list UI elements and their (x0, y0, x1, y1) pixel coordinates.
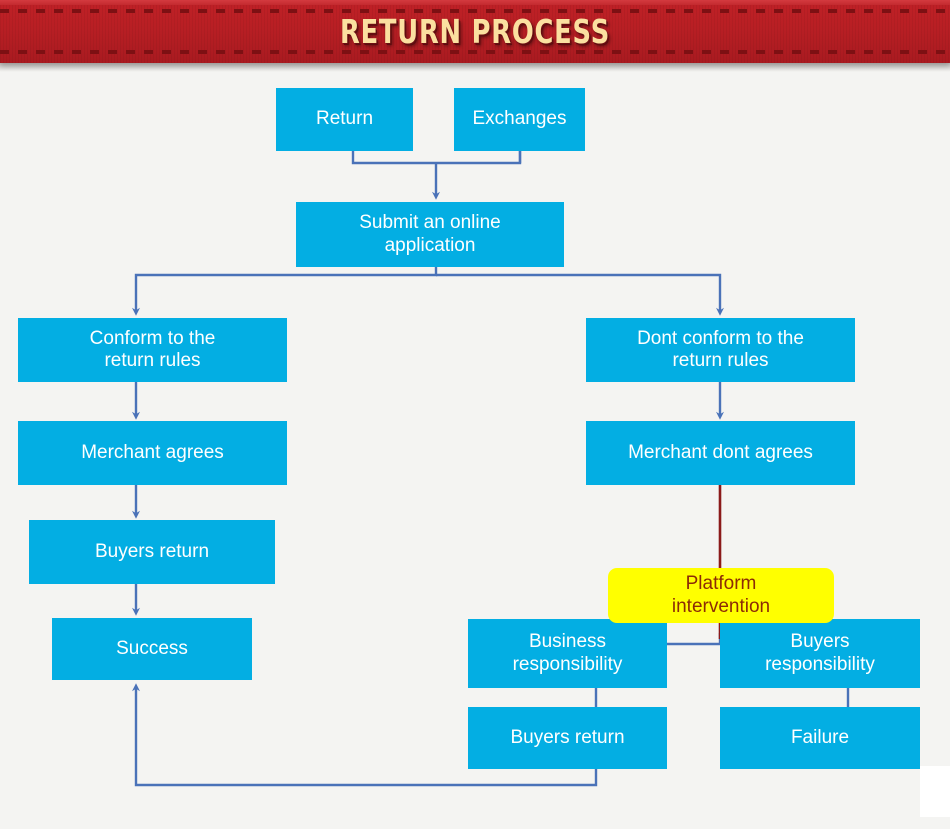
node-business-responsibility[interactable]: Business responsibility (468, 619, 667, 688)
node-failure[interactable]: Failure (720, 707, 920, 769)
node-business-line1: Business (528, 631, 607, 653)
node-submit-application[interactable]: Submit an online application (296, 202, 564, 267)
node-submit-line1: Submit an online (359, 212, 501, 234)
banner-dashed-line-top (0, 9, 950, 13)
edge-submit-split (132, 267, 438, 316)
node-merchant-agrees[interactable]: Merchant agrees (18, 421, 287, 485)
node-dont-conform-line2: return rules (672, 350, 769, 371)
node-business-line2: responsibility (512, 653, 623, 675)
node-buyers-responsibility-line2: responsibility (765, 653, 875, 675)
node-exchanges[interactable]: Exchanges (454, 88, 585, 151)
node-platform-line1: Platform (685, 573, 757, 595)
node-success[interactable]: Success (52, 618, 252, 680)
corner-notch-artifact (920, 766, 950, 817)
node-success-label: Success (116, 637, 188, 659)
node-return-label: Return (315, 108, 374, 130)
node-buyers-return-bottom[interactable]: Buyers return (468, 707, 667, 769)
node-merchant-dont-agrees-label: Merchant dont agrees (628, 441, 813, 463)
node-buyers-responsibility-line1: Buyers (790, 631, 850, 653)
header-banner: RETURN PROCESS (0, 0, 950, 63)
node-failure-label: Failure (790, 726, 850, 748)
banner-top-edge (0, 0, 950, 5)
banner-drop-shadow (0, 63, 950, 72)
node-conform-to-return-rules[interactable]: Conform to the return rules (18, 318, 287, 382)
node-dont-conform-to-return-rules[interactable]: Dont conform to the return rules (586, 318, 855, 382)
node-buyers-return-left-label: Buyers return (94, 540, 210, 562)
node-buyers-return-left[interactable]: Buyers return (29, 520, 275, 584)
node-platform-intervention[interactable]: Platform intervention (608, 568, 834, 623)
node-platform-line2: intervention (671, 595, 771, 617)
banner-dashed-line-bottom (0, 50, 950, 54)
node-buyers-return-bottom-label: Buyers return (510, 726, 625, 748)
edge-return-to-submit (351, 151, 522, 165)
flowchart-canvas: Return Exchanges Submit an online applic… (0, 63, 950, 829)
node-merchant-dont-agrees[interactable]: Merchant dont agrees (586, 421, 855, 485)
node-dont-conform-line1: Dont conform to the (637, 327, 804, 349)
node-buyers-responsibility[interactable]: Buyers responsibility (720, 619, 920, 688)
node-conform-line2: return rules (104, 350, 201, 371)
node-merchant-agrees-label: Merchant agrees (81, 441, 224, 463)
page-title: RETURN PROCESS (339, 12, 611, 51)
edge-submit-split-right (436, 273, 724, 316)
node-submit-line2: application (384, 234, 476, 256)
node-return[interactable]: Return (276, 88, 413, 151)
edge-feedback-to-success (132, 683, 598, 787)
node-exchanges-label: Exchanges (472, 108, 567, 130)
node-conform-line1: Conform to the (89, 327, 216, 349)
